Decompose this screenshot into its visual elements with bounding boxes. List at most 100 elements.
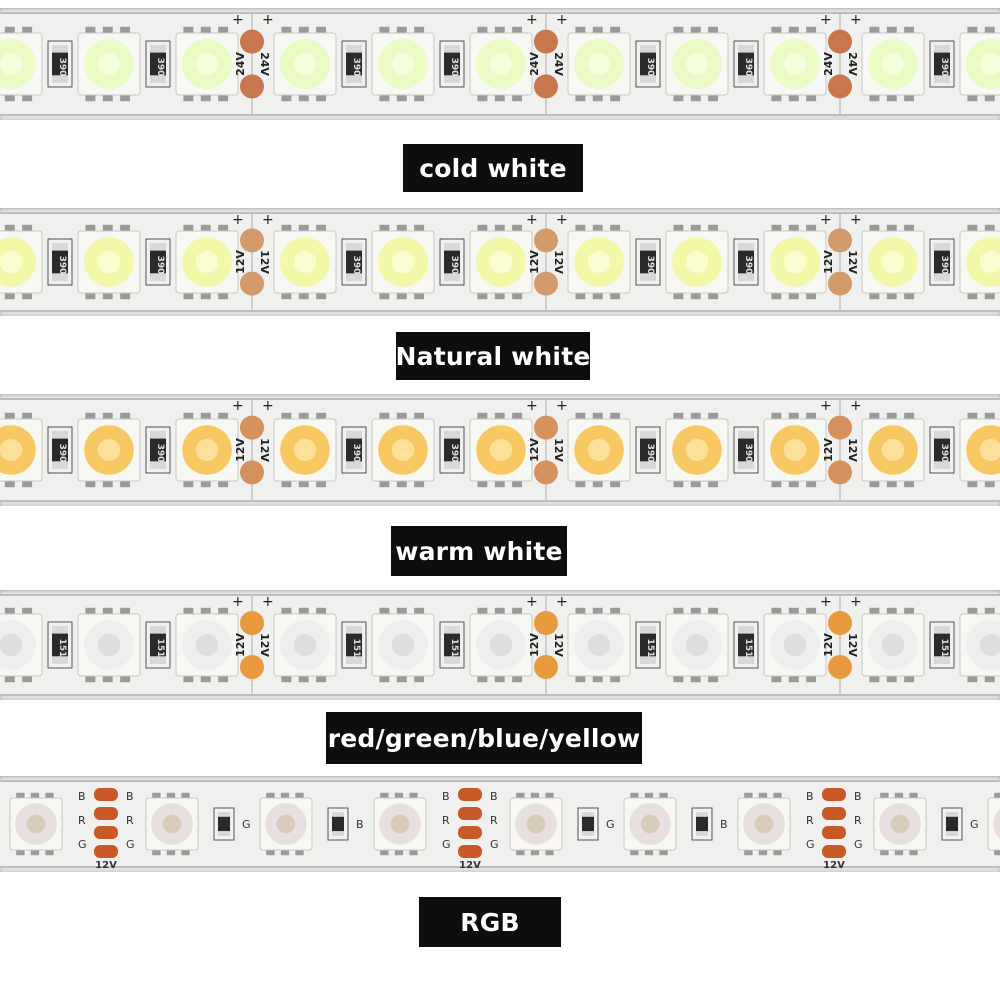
resistor-icon: 390 (733, 426, 759, 474)
plus-marking: + (526, 398, 538, 414)
led-chip-icon (469, 26, 533, 102)
led-chip-icon (665, 412, 729, 488)
led-chip-icon (77, 26, 141, 102)
caption-natural-white: Natural white (396, 332, 590, 380)
resistor-icon: 390 (47, 40, 73, 88)
pad-letter: B (78, 790, 86, 803)
resistor-icon: 390 (929, 426, 955, 474)
pad-letter: B (490, 790, 498, 803)
plus-marking: + (526, 594, 538, 610)
resistor-icon: 151 (47, 621, 73, 669)
voltage-marking: 24V (258, 52, 271, 76)
resistor-marking: 390 (449, 256, 459, 275)
voltage-marking: 12V (234, 250, 247, 274)
voltage-marking: 12V (258, 633, 271, 657)
plus-marking: + (526, 212, 538, 228)
pad-letter: G (78, 838, 87, 851)
led-strip-cold-white: 390390390390390390390390++24V24V++24V24V… (0, 8, 1000, 120)
resistor-marking: 390 (449, 444, 459, 463)
led-chip-icon (567, 412, 631, 488)
voltage-marking: 12V (258, 250, 271, 274)
resistor-marking: 390 (743, 256, 753, 275)
led-chip-icon (77, 224, 141, 300)
led-chip-icon (0, 224, 43, 300)
resistor-marking: 390 (939, 58, 949, 77)
voltage-marking: 24V (234, 52, 247, 76)
resistor-icon (941, 807, 963, 841)
led-chip-icon (763, 224, 827, 300)
led-chip-icon (373, 792, 427, 856)
pad-letter: R (854, 814, 862, 827)
led-chip-icon (567, 224, 631, 300)
voltage-marking: 12V (552, 633, 565, 657)
pad-letter: G (490, 838, 499, 851)
caption-rgby: red/green/blue/yellow (326, 712, 642, 764)
led-chip-icon (861, 224, 925, 300)
voltage-marking: 12V (822, 438, 835, 462)
led-chip-icon (175, 412, 239, 488)
resistor-marking: 390 (351, 58, 361, 77)
pad-letter: R (806, 814, 814, 827)
pad-letter: B (442, 790, 450, 803)
resistor-icon: 390 (341, 40, 367, 88)
led-strip-icon: 390390390390390390390390++24V24V++24V24V… (0, 12, 1000, 116)
led-chip-icon (371, 607, 435, 683)
plus-marking: + (850, 212, 862, 228)
led-chip-icon (737, 792, 791, 856)
resistor-icon: 390 (635, 40, 661, 88)
led-chip-icon (665, 607, 729, 683)
resistor-icon: 151 (733, 621, 759, 669)
resistor-icon (577, 807, 599, 841)
resistor-icon: 151 (635, 621, 661, 669)
resistor-marking: 151 (351, 639, 361, 658)
voltage-marking: 12V (552, 250, 565, 274)
led-strip-rgb: BBRRGG12VGBBBRRGG12VGBBBRRGG12VGB (0, 776, 1000, 872)
resistor-marking: 390 (57, 444, 67, 463)
plus-marking: + (556, 12, 568, 28)
resistor-icon: 390 (341, 238, 367, 286)
pad-letter: G (442, 838, 451, 851)
pad-letter: R (78, 814, 86, 827)
led-chip-icon (273, 412, 337, 488)
led-chip-icon (959, 224, 1000, 300)
plus-marking: + (850, 12, 862, 28)
pad-letter: B (806, 790, 814, 803)
resistor-icon: 390 (929, 40, 955, 88)
led-chip-icon (763, 412, 827, 488)
plus-marking: + (820, 398, 832, 414)
resistor-icon: 390 (635, 426, 661, 474)
voltage-marking: 12V (528, 250, 541, 274)
voltage-marking: 24V (552, 52, 565, 76)
led-chip-icon (861, 26, 925, 102)
resistor-marking: 390 (351, 444, 361, 463)
led-chip-icon (0, 412, 43, 488)
resistor-marking: 390 (743, 58, 753, 77)
caption-rgb: RGB (419, 897, 561, 947)
voltage-marking: 12V (552, 438, 565, 462)
led-chip-icon (0, 26, 43, 102)
led-chip-icon (371, 26, 435, 102)
pad-letter: G (970, 818, 979, 831)
pad-letter: G (606, 818, 615, 831)
resistor-icon: 390 (145, 426, 171, 474)
led-chip-icon (273, 26, 337, 102)
pad-letter: G (854, 838, 863, 851)
voltage-marking: 12V (95, 860, 117, 871)
led-chip-icon (873, 792, 927, 856)
voltage-marking: 12V (822, 633, 835, 657)
resistor-icon: 390 (341, 426, 367, 474)
resistor-marking: 390 (645, 444, 655, 463)
resistor-marking: 390 (939, 444, 949, 463)
voltage-marking: 12V (822, 250, 835, 274)
resistor-icon: 390 (439, 40, 465, 88)
led-chip-icon (959, 412, 1000, 488)
plus-marking: + (262, 398, 274, 414)
voltage-marking: 12V (528, 438, 541, 462)
voltage-marking: 12V (846, 633, 859, 657)
resistor-marking: 151 (939, 639, 949, 658)
